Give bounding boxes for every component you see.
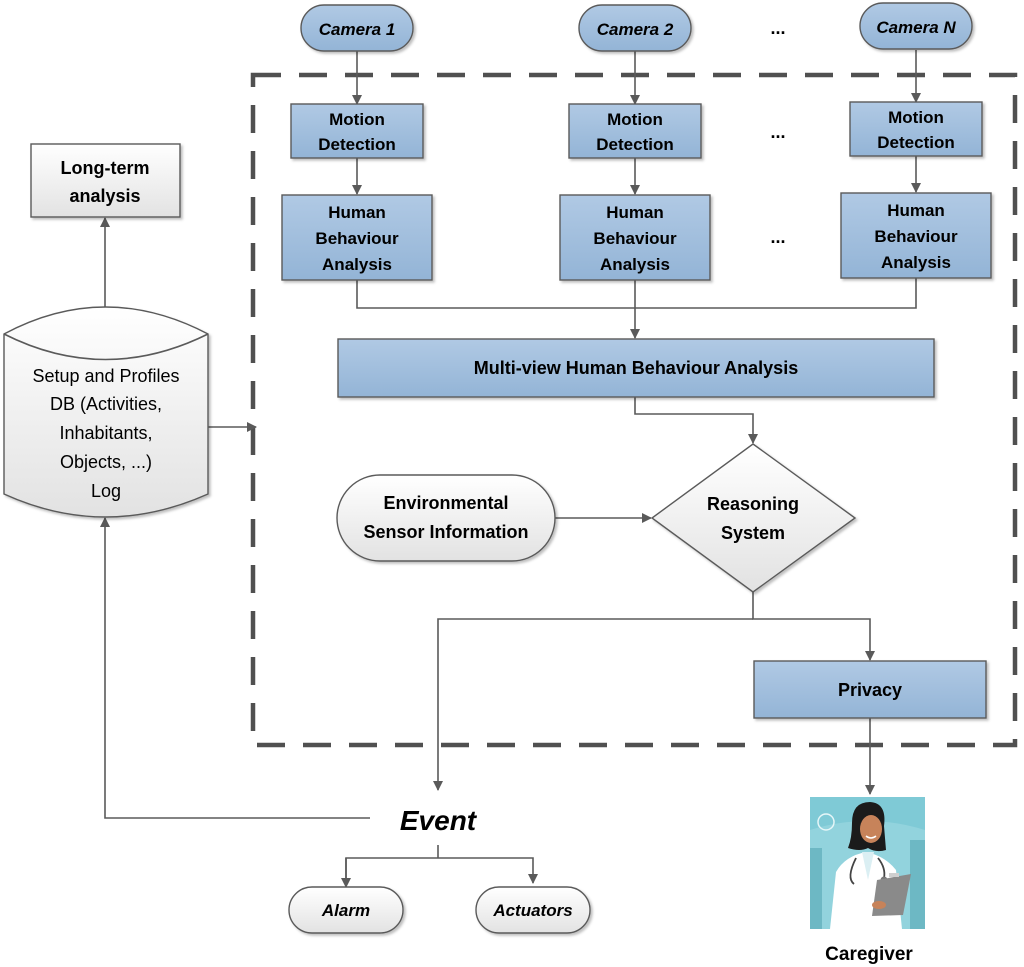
camera-1-label: Camera 1 xyxy=(319,20,396,39)
motion-detection-n: Motion Detection xyxy=(849,101,983,157)
svg-text:Detection: Detection xyxy=(877,133,954,152)
event-label: Event xyxy=(400,805,478,836)
svg-text:Behaviour: Behaviour xyxy=(593,229,677,248)
svg-text:Motion: Motion xyxy=(888,108,944,127)
svg-text:Behaviour: Behaviour xyxy=(315,229,399,248)
caregiver-illustration xyxy=(810,797,925,929)
human-behaviour-analysis-n: Human Behaviour Analysis xyxy=(840,192,992,279)
svg-text:Reasoning: Reasoning xyxy=(707,494,799,514)
setup-profiles-database: Setup and Profiles DB (Activities, Inhab… xyxy=(3,306,209,518)
svg-text:Analysis: Analysis xyxy=(881,253,951,272)
svg-text:Human: Human xyxy=(606,203,664,222)
svg-text:Human: Human xyxy=(887,201,945,220)
camera-2 xyxy=(578,4,692,52)
ellipsis-cameras: ... xyxy=(770,18,785,38)
privacy: Privacy xyxy=(753,660,987,719)
camera-n xyxy=(859,2,973,50)
svg-text:Motion: Motion xyxy=(607,110,663,129)
svg-text:System: System xyxy=(721,523,785,543)
svg-text:Detection: Detection xyxy=(596,135,673,154)
svg-text:Long-term: Long-term xyxy=(61,158,150,178)
svg-text:Objects, ...): Objects, ...) xyxy=(60,452,152,472)
motion-detection-2: Motion Detection xyxy=(568,103,702,159)
svg-text:Privacy: Privacy xyxy=(838,680,902,700)
camera-1 xyxy=(300,4,414,52)
long-term-analysis: Long-term analysis xyxy=(30,143,181,218)
processing-boundary xyxy=(250,72,1018,748)
svg-text:Analysis: Analysis xyxy=(600,255,670,274)
actuators: Actuators xyxy=(475,886,591,934)
alarm: Alarm xyxy=(288,886,404,934)
camera-n-label: Camera N xyxy=(876,18,956,37)
svg-text:Detection: Detection xyxy=(318,135,395,154)
svg-text:Alarm: Alarm xyxy=(321,901,370,920)
camera-2-label: Camera 2 xyxy=(597,20,674,39)
svg-text:Environmental: Environmental xyxy=(383,493,508,513)
svg-text:Actuators: Actuators xyxy=(492,901,572,920)
svg-text:analysis: analysis xyxy=(69,186,140,206)
svg-text:Multi-view Human Behaviour Ana: Multi-view Human Behaviour Analysis xyxy=(474,358,798,378)
reasoning-system: Reasoning System xyxy=(650,443,857,593)
environmental-sensor-information: Environmental Sensor Information xyxy=(336,474,556,562)
svg-text:Analysis: Analysis xyxy=(322,255,392,274)
human-behaviour-analysis-1: Human Behaviour Analysis xyxy=(281,194,433,281)
human-behaviour-analysis-2: Human Behaviour Analysis xyxy=(559,194,711,281)
ellipsis-motion: ... xyxy=(770,122,785,142)
svg-text:Behaviour: Behaviour xyxy=(874,227,958,246)
svg-text:Log: Log xyxy=(91,481,121,501)
motion-detection-1: Motion Detection xyxy=(290,103,424,159)
ellipsis-behaviour: ... xyxy=(770,227,785,247)
connectors xyxy=(100,50,921,888)
multiview-behaviour-analysis: Multi-view Human Behaviour Analysis xyxy=(337,338,935,398)
caregiver-label: Caregiver xyxy=(825,944,913,965)
svg-text:Human: Human xyxy=(328,203,386,222)
svg-text:Sensor Information: Sensor Information xyxy=(363,522,528,542)
svg-text:Inhabitants,: Inhabitants, xyxy=(59,423,152,443)
bubble-icon xyxy=(817,813,835,831)
svg-text:Motion: Motion xyxy=(329,110,385,129)
svg-text:Setup and Profiles: Setup and Profiles xyxy=(32,366,179,386)
svg-text:DB (Activities,: DB (Activities, xyxy=(50,394,162,414)
